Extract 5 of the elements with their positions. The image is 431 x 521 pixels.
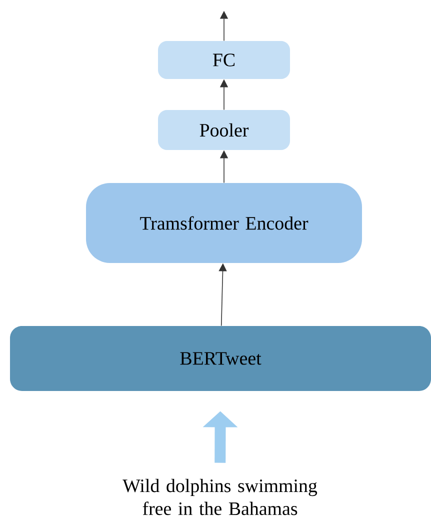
process-box: BERTweet — [10, 326, 431, 391]
process-box: Pooler — [158, 110, 290, 150]
input-text: Wild dolphins swimming free in the Bahamas — [122, 478, 318, 516]
process-box: Tramsformer Encoder — [86, 183, 362, 263]
process-box: FC — [158, 41, 290, 79]
